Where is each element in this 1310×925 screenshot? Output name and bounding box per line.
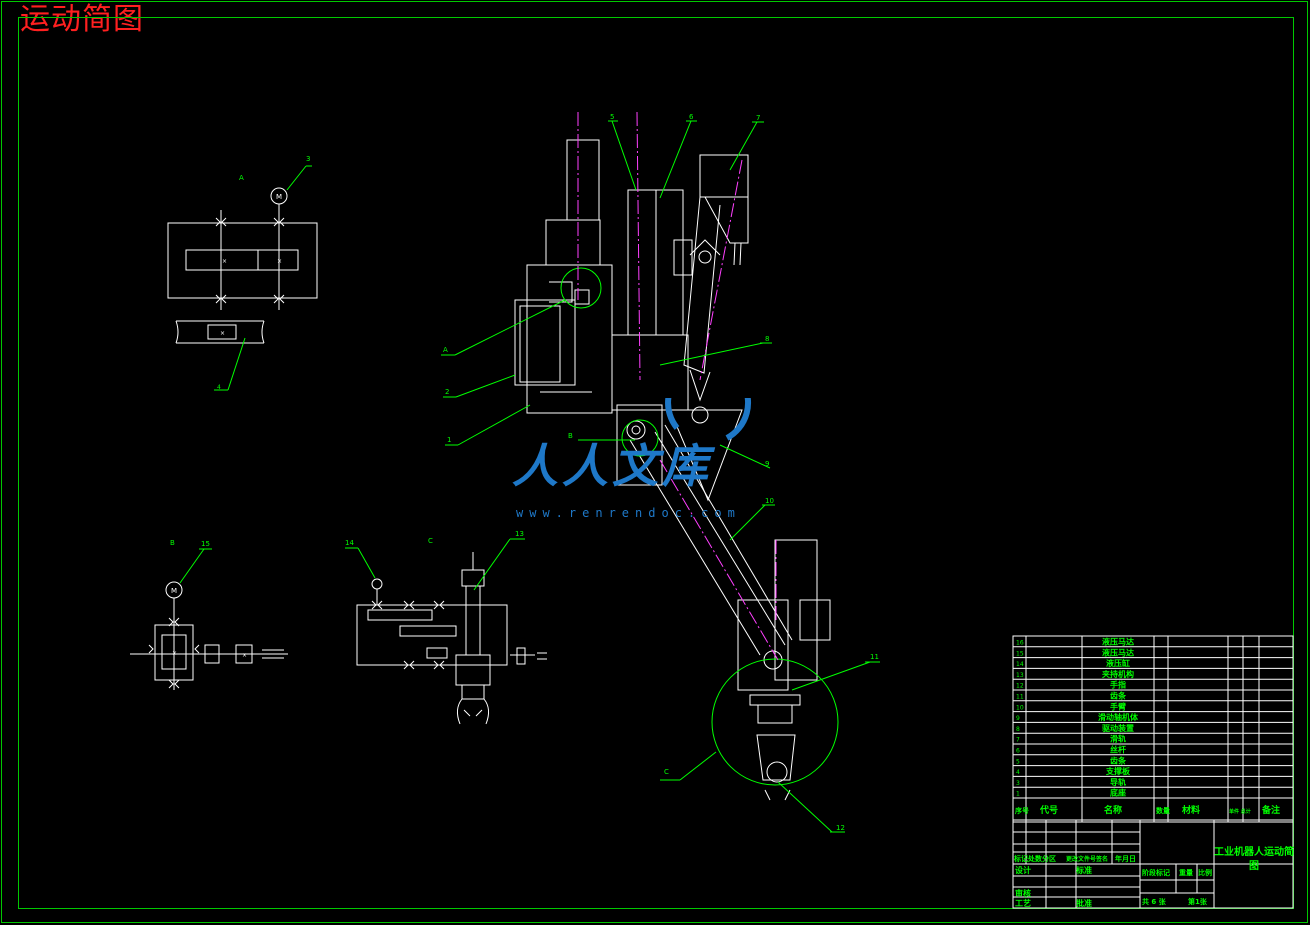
callout-3: 3 — [306, 155, 310, 163]
callout-B: B — [568, 432, 573, 440]
bom-header-no: 序号 — [1014, 806, 1029, 815]
bom-row-name: 滑动轴机体 — [1098, 712, 1139, 722]
svg-text:×: × — [277, 258, 282, 265]
tb-review: 审核 — [1015, 888, 1031, 898]
bom-row-no: 13 — [1016, 672, 1024, 679]
bom-row-name: 齿条 — [1110, 755, 1127, 765]
bom-row-no: 6 — [1016, 748, 1020, 755]
view-b-label: B — [170, 539, 175, 547]
bom-row-name: 液压马达 — [1102, 637, 1134, 647]
callout-8: 8 — [765, 335, 769, 343]
drawing-title: 工业机器人运动简图 — [1214, 847, 1294, 872]
tb-total-sheets: 共 6 张 — [1142, 897, 1167, 906]
callout-C: C — [664, 768, 669, 776]
title-block: 标记处数分区 更改文件号签名 年月日 设计 标准 审核 工艺 批准 阶段标记 重… — [1012, 819, 1294, 909]
bom-row-name: 手臂 — [1110, 701, 1126, 711]
bom-row-no: 11 — [1016, 694, 1024, 701]
tb-standard: 标准 — [1075, 865, 1092, 875]
svg-text:×: × — [222, 258, 227, 265]
sheet-title: 运动简图 — [20, 2, 144, 37]
bom-header-code: 代号 — [1039, 804, 1058, 816]
view-a-label: A — [239, 174, 244, 182]
callout-15: 15 — [201, 540, 210, 548]
bom-row-name: 液压马达 — [1102, 647, 1134, 657]
svg-text:×: × — [242, 652, 247, 659]
bom-row-no: 9 — [1016, 715, 1020, 722]
bom-row-no: 4 — [1016, 769, 1020, 776]
bom-header-weight: 单件 总计 — [1229, 808, 1251, 815]
bom-row-name: 丝杆 — [1110, 745, 1126, 755]
tb-mark: 标记处数分区 — [1013, 854, 1056, 863]
callout-1: 1 — [447, 436, 451, 444]
bom-row-name: 滑轨 — [1110, 734, 1126, 744]
bom-header-qty: 数量 — [1156, 806, 1170, 815]
main-robot-view: 5 6 7 8 A 2 1 B 9 10 11 C 12 — [441, 111, 880, 833]
tb-process: 工艺 — [1015, 898, 1031, 908]
callout-11: 11 — [870, 653, 879, 661]
watermark-url: www.renrendoc.com — [516, 506, 741, 520]
bom-row-no: 5 — [1016, 758, 1020, 765]
bom-row-name: 底座 — [1109, 788, 1126, 798]
view-c-gripper: C 14 13 — [345, 530, 547, 725]
bom-row-name: 支撑板 — [1105, 766, 1131, 776]
callout-12: 12 — [836, 824, 845, 832]
bom-row-name: 齿条 — [1110, 691, 1127, 701]
bom-row-name: 夹持机构 — [1102, 669, 1134, 679]
watermark-text: 人人文库 — [512, 439, 712, 493]
bom-row-no: 10 — [1016, 704, 1024, 711]
bom-header-name: 名称 — [1104, 804, 1122, 816]
view-b-drive: B M × × 15 — [130, 539, 288, 690]
tb-approve: 批准 — [1076, 898, 1092, 908]
motor-label-a: M — [276, 193, 282, 201]
bom-header-remark: 备注 — [1261, 804, 1280, 816]
motor-label-b: M — [171, 587, 177, 595]
bom-header-material: 材料 — [1181, 804, 1200, 816]
view-c-label: C — [428, 537, 433, 545]
bom-row-name: 手指 — [1110, 680, 1126, 690]
callout-A: A — [443, 346, 448, 354]
tb-change: 更改文件号签名 — [1066, 855, 1108, 863]
tb-design: 设计 — [1015, 865, 1031, 875]
inner-frame — [18, 17, 1294, 909]
bom-row-no: 8 — [1016, 726, 1020, 733]
callout-9: 9 — [765, 460, 769, 468]
bom-row-no: 16 — [1016, 640, 1024, 647]
tb-date: 年月日 — [1115, 854, 1136, 863]
tb-scale: 比例 — [1198, 868, 1212, 877]
bom-row-name: 导轨 — [1110, 777, 1126, 787]
callout-14: 14 — [345, 539, 354, 547]
callout-10: 10 — [765, 497, 774, 505]
callout-6: 6 — [689, 113, 694, 121]
callout-7: 7 — [756, 114, 760, 122]
bom-row-no: 14 — [1016, 661, 1024, 668]
bom-row-no: 15 — [1016, 650, 1024, 657]
view-a-gearbox: A M × × × 3 4 — [167, 155, 318, 391]
callout-5: 5 — [610, 113, 614, 121]
bom-row-name: 液压缸 — [1106, 658, 1130, 668]
callout-13: 13 — [515, 530, 524, 538]
bom-row-name: 驱动装置 — [1102, 723, 1134, 733]
bom-row-no: 7 — [1016, 737, 1020, 744]
callout-2: 2 — [445, 388, 449, 396]
svg-text:×: × — [220, 330, 225, 337]
tb-weight: 重量 — [1179, 868, 1193, 877]
watermark-arc — [665, 398, 752, 441]
bom-row-no: 12 — [1016, 683, 1024, 690]
tb-sheet-no: 第1张 — [1188, 897, 1208, 906]
bom-row-no: 3 — [1016, 780, 1020, 787]
tb-stage: 阶段标记 — [1142, 868, 1170, 877]
bom-row-no: 1 — [1016, 791, 1020, 798]
watermark: 人人文库 www.renrendoc.com — [512, 398, 802, 528]
callout-4: 4 — [217, 384, 221, 391]
